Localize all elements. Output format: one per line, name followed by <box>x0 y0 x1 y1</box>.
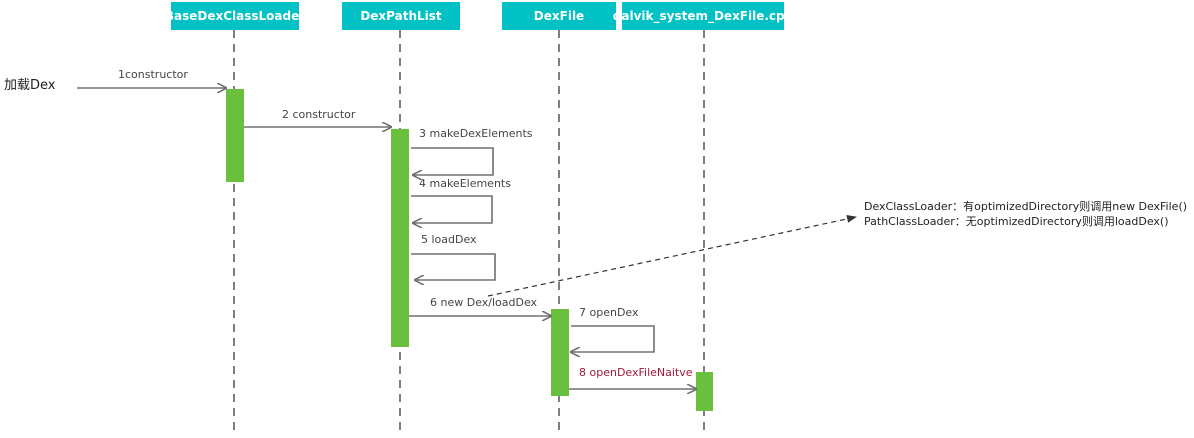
lifeline-header-dexfile: DexFile <box>502 2 616 30</box>
actor-label: 加载Dex <box>4 78 56 93</box>
message-arrow-5 <box>411 253 496 280</box>
message-label-8: 8 openDexFileNaitve <box>579 366 693 379</box>
message-label-7: 7 openDex <box>579 306 639 319</box>
message-label-4: 4 makeElements <box>419 177 511 190</box>
lifeline-header-dexpathlist: DexPathList <box>342 2 460 30</box>
note-line-1: DexClassLoader：有optimizedDirectory则调用new… <box>864 200 1188 213</box>
activation-basedexclassloader <box>226 89 244 182</box>
activation-dexfile <box>551 309 569 396</box>
message-label-3: 3 makeDexElements <box>419 127 533 140</box>
message-label-5: 5 loadDex <box>421 233 477 246</box>
note-text: DexClassLoader：有optimizedDirectory则调用new… <box>864 199 1187 229</box>
note-line-2: PathClassLoader：无optimizedDirectory则调用lo… <box>864 215 1169 228</box>
activation-dalvik-dexfile-cpp <box>696 372 713 411</box>
message-label-2: 2 constructor <box>282 108 356 121</box>
lifeline-header-dalvik-dexfile-cpp: dalvik_system_DexFile.cpp <box>613 2 793 30</box>
message-arrow-7 <box>571 325 655 352</box>
message-arrow-4 <box>411 195 493 223</box>
activation-dexpathlist <box>391 129 409 347</box>
message-label-1: 1constructor <box>118 68 188 81</box>
lifeline-header-basedexclassloader: BaseDexClassLoader <box>165 2 305 30</box>
message-label-6: 6 new Dex/loadDex <box>430 296 538 309</box>
note-connector <box>487 214 857 297</box>
message-arrow-3 <box>411 147 494 175</box>
